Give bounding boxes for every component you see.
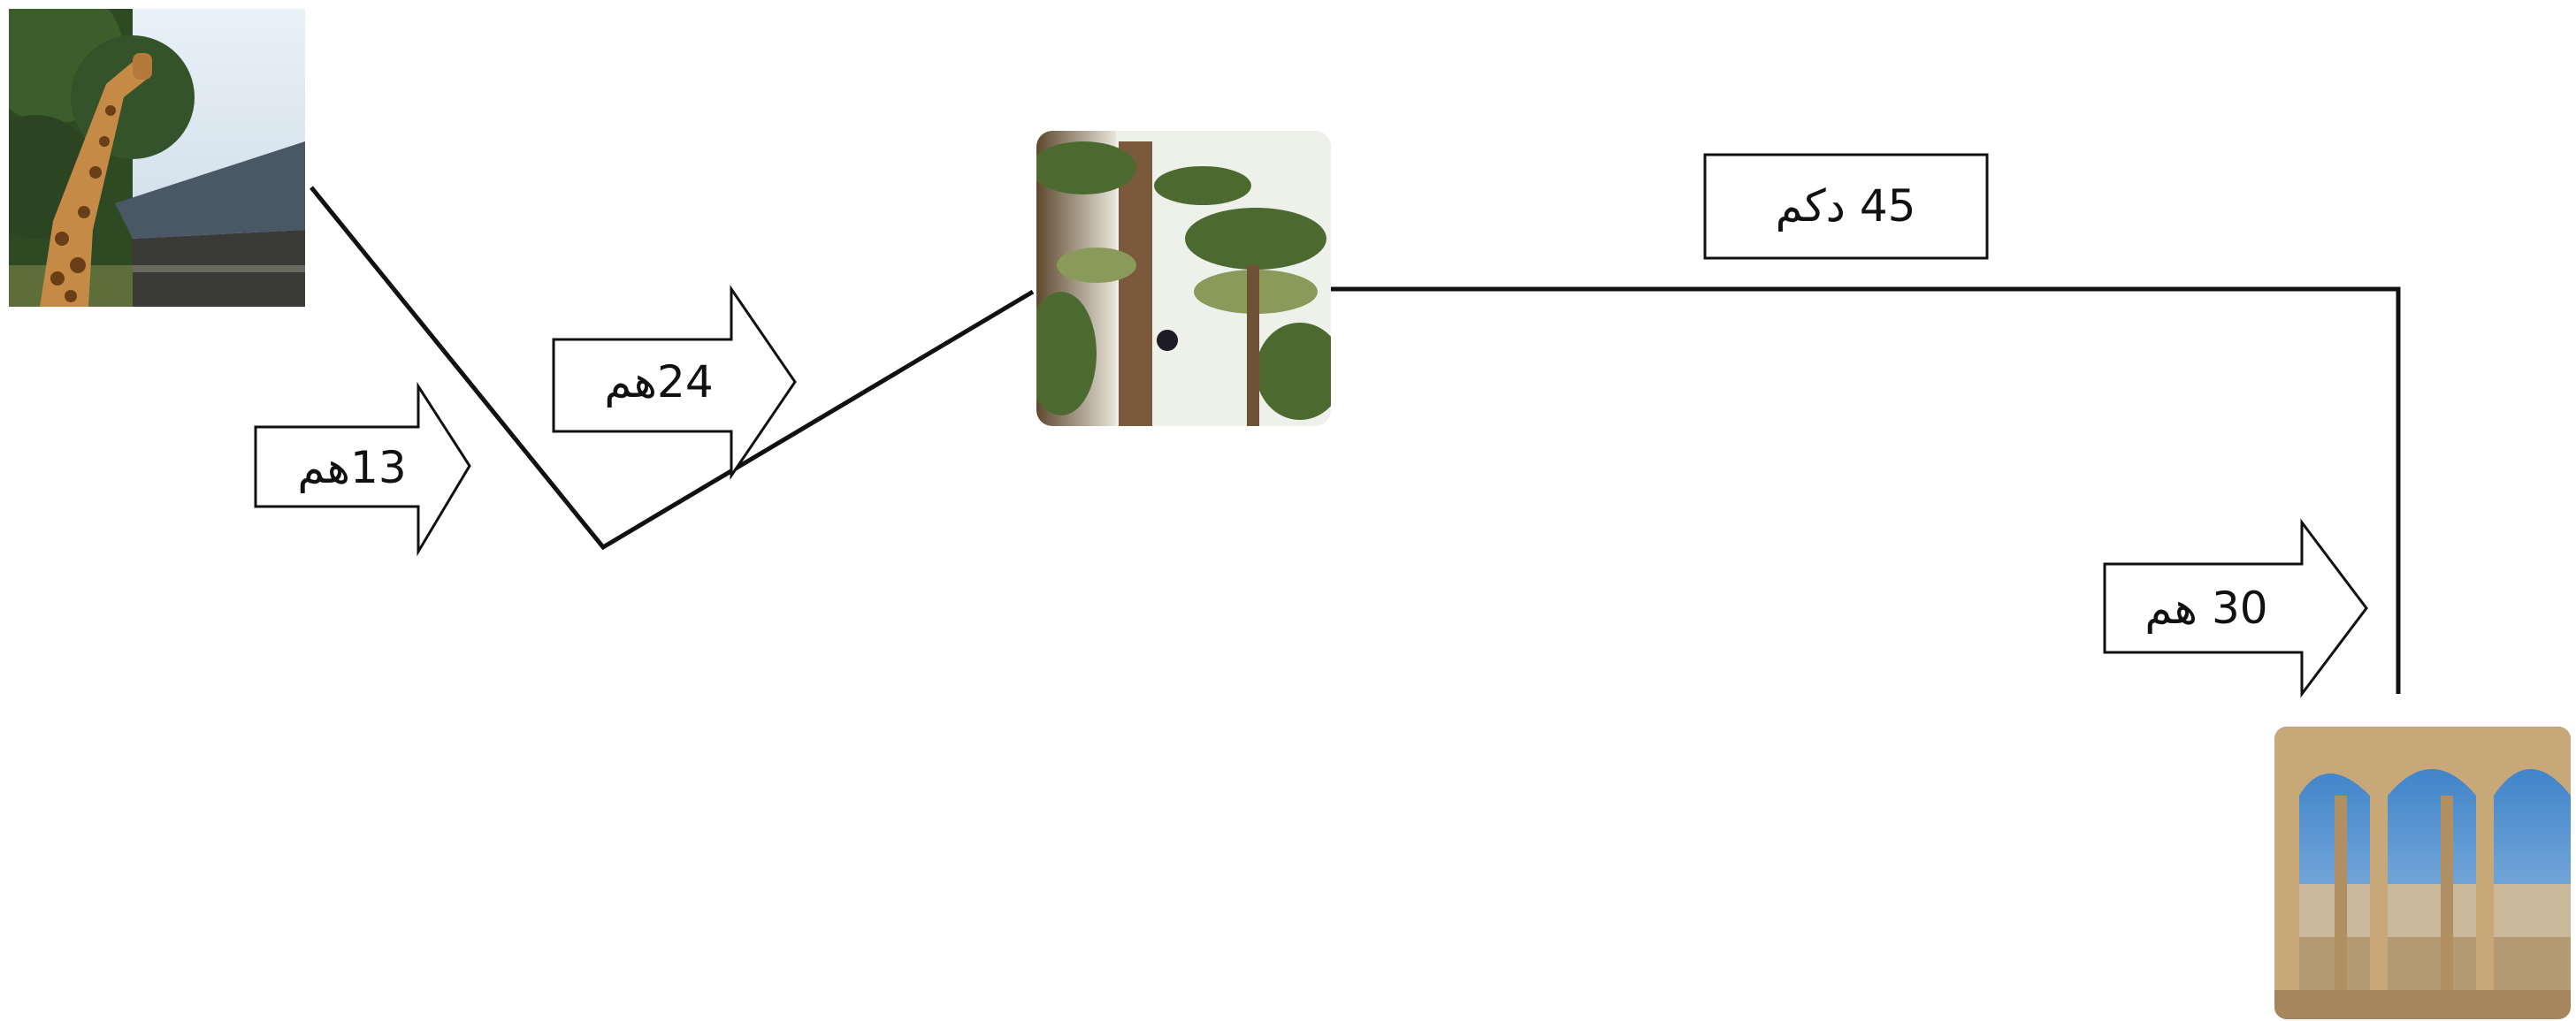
- arches-photo: [2274, 727, 2571, 1019]
- palms-photo: [1036, 131, 1331, 426]
- route-line-2: [1331, 286, 2401, 694]
- giraffe-photo: [9, 9, 305, 307]
- route-line: [310, 186, 1035, 551]
- distance-arrow-1: 13هم: [254, 381, 471, 557]
- distance-label-2: 24هم: [604, 356, 713, 408]
- distance-arrow-2: 24هم: [552, 285, 797, 480]
- distance-label-1: 13هم: [297, 442, 406, 493]
- distance-arrow-3: 30 هم: [2103, 518, 2368, 698]
- distance-label-box: 45 دكم: [1776, 180, 1916, 232]
- distance-label-3: 30 هم: [2144, 583, 2267, 634]
- distance-box: 45 دكم: [1703, 153, 1989, 260]
